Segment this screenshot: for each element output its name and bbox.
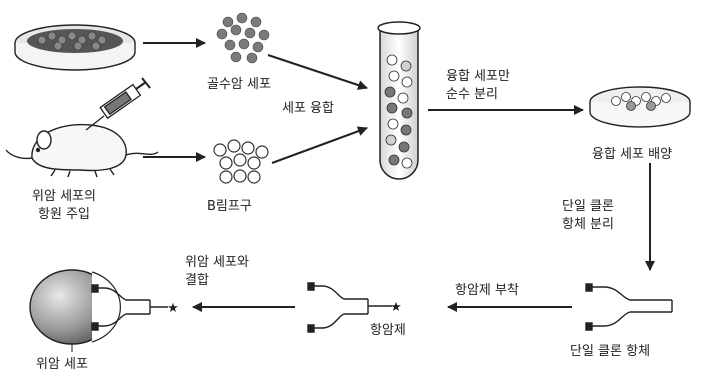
myeloma-dish-icon [14, 24, 136, 71]
antibody-drug-conjugate-icon: ★ [307, 282, 402, 333]
syringe-icon [85, 77, 151, 131]
myeloma-label: 골수암 세포 [207, 77, 271, 92]
bound-antibody-icon: ★ [91, 284, 179, 331]
monoclonal-antibody-icon [585, 283, 673, 331]
arrow-myeloma-to-tube [267, 54, 368, 90]
antigen-injection-label-line2: 항원 주입 [38, 207, 90, 222]
cell-fusion-label: 세포 융합 [282, 101, 334, 116]
cancer-binding-label-line1: 위암 세포와 [185, 255, 249, 270]
myeloma-cells-icon [216, 12, 270, 64]
cancer-binding-label-line2: 결합 [185, 273, 209, 288]
hybrid-culture-label: 융합 세포 배양 [592, 147, 673, 162]
hybrid-isolation-label-line1: 융합 세포만 [446, 69, 510, 84]
anticancer-drug-label: 항암제 [370, 323, 406, 338]
monoclonal-antibody-label: 단일 클론 항체 [570, 344, 651, 359]
arrow-bcell-to-tube [271, 126, 368, 164]
antigen-injection-label-line1: 위암 세포의 [32, 189, 96, 204]
cancer-cell-icon [29, 269, 121, 352]
svg-text:★: ★ [390, 300, 402, 315]
antibody-isolation-label-line2: 항체 분리 [562, 217, 614, 232]
culture-dish-icon [589, 86, 691, 128]
mouse-icon [5, 123, 159, 178]
b-lymphocyte-label: B림프구 [207, 199, 252, 214]
test-tube-icon [377, 21, 421, 180]
hybrid-isolation-label-line2: 순수 분리 [446, 87, 498, 102]
antibody-isolation-label-line1: 단일 클론 [562, 199, 614, 214]
drug-attach-label: 항암제 부착 [455, 283, 519, 298]
b-lymphocyte-icon [213, 139, 269, 184]
svg-text:★: ★ [167, 301, 179, 316]
cancer-cell-label: 위암 세포 [36, 357, 88, 372]
